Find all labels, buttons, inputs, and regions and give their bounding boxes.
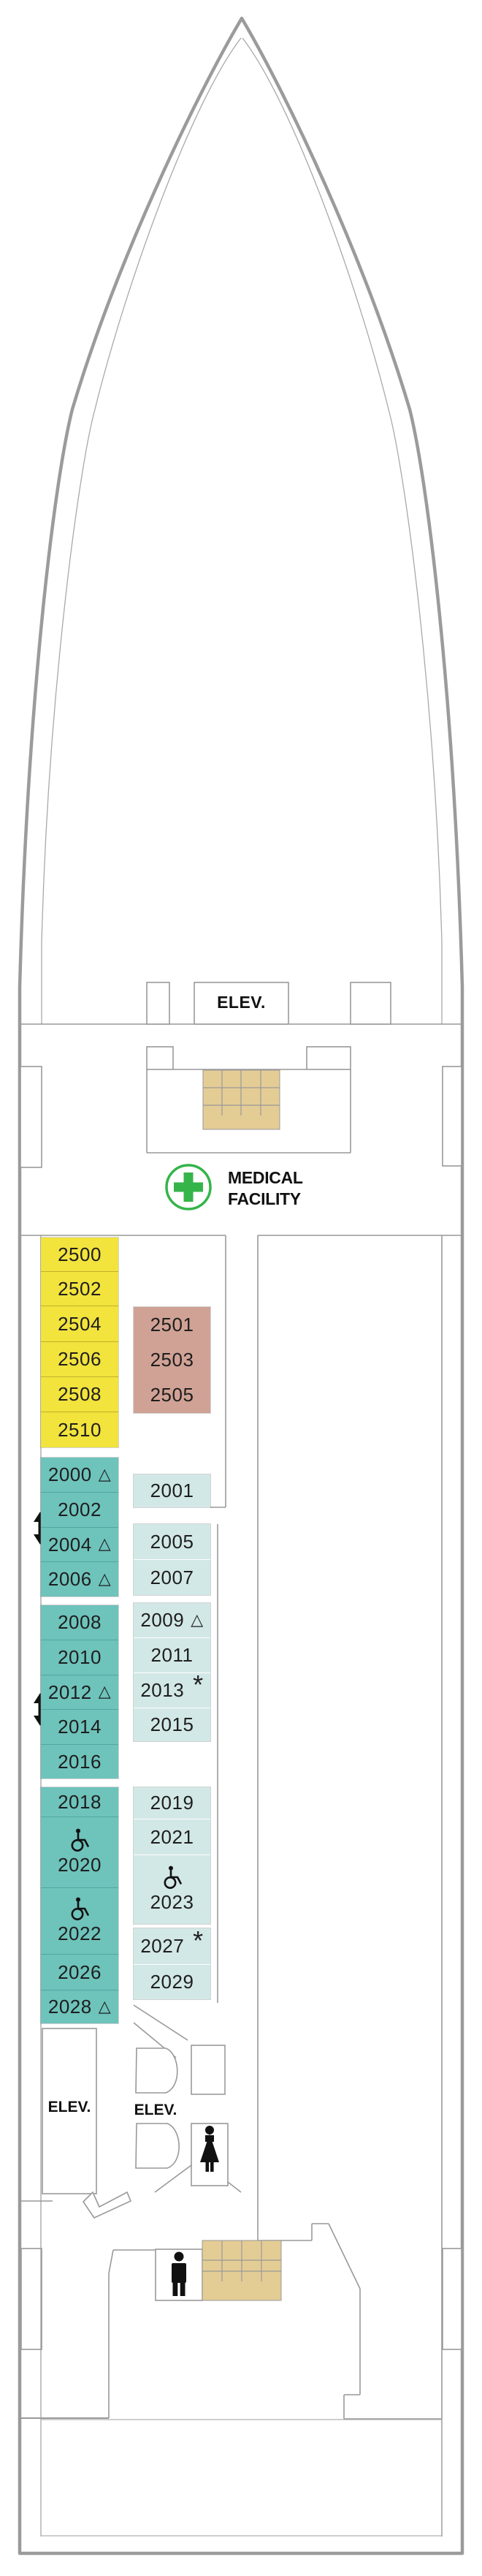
cabin-2008[interactable]: 2008 (58, 1611, 102, 1633)
cabin-2505[interactable]: 2505 (150, 1384, 194, 1406)
cabin-2028[interactable]: 2028△ (41, 1990, 118, 2023)
triangle-marker-icon: △ (98, 1682, 112, 1700)
cabin-2504[interactable]: 2504 (41, 1306, 118, 1341)
hull-outline (18, 16, 464, 2556)
wheelchair-icon (71, 1828, 89, 1852)
triangle-marker-icon: △ (191, 1610, 204, 1629)
stairs-forward-icon (202, 1069, 280, 1130)
cabin-2508[interactable]: 2508 (41, 1376, 118, 1412)
cabin-2029[interactable]: 2029 (134, 1964, 210, 1999)
elevator-left-shaft (42, 2028, 97, 2194)
triangle-marker-icon: △ (98, 1996, 112, 2015)
stairs-aft-icon (202, 2240, 282, 2301)
cabin-2503[interactable]: 2503 (150, 1348, 194, 1371)
cabin-2501[interactable]: 2501 (150, 1313, 194, 1336)
cabin-2020[interactable]: 2020 (41, 1817, 118, 1887)
cabin-2011[interactable]: 2011 (134, 1637, 210, 1672)
hull-inner-line-right (242, 37, 443, 1024)
medical-cross-icon (165, 1164, 212, 1211)
cabin-2009[interactable]: 2009△ (140, 1609, 204, 1631)
cabin-2506[interactable]: 2506 (41, 1341, 118, 1376)
medical-facility-line1: MEDICAL (228, 1168, 303, 1187)
triangle-marker-icon: △ (98, 1569, 112, 1588)
cabin-2010[interactable]: 2010 (41, 1640, 118, 1675)
cabin-2502[interactable]: 2502 (41, 1271, 118, 1306)
cabin-2026[interactable]: 2026 (41, 1954, 118, 1990)
cabin-2018[interactable]: 2018 (58, 1790, 102, 1813)
woman-icon (200, 2126, 219, 2172)
cabin-2019[interactable]: 2019 (150, 1792, 194, 1814)
elevator-car-icon (135, 2123, 180, 2169)
cabin-2027[interactable]: 2027* (140, 1925, 204, 1957)
elevator-mid-label: ELEV. (134, 2102, 177, 2118)
cabin-2510[interactable]: 2510 (41, 1412, 118, 1447)
cabin-2007[interactable]: 2007 (134, 1559, 210, 1595)
cabin-2022[interactable]: 2022 (41, 1887, 118, 1954)
triangle-marker-icon: △ (98, 1534, 112, 1553)
cabin-2021[interactable]: 2021 (134, 1819, 210, 1855)
elevator-left-label: ELEV. (47, 2099, 91, 2115)
wheelchair-icon (71, 1897, 89, 1920)
medical-facility-line2: FACILITY (228, 1189, 301, 1208)
cabin-2500[interactable]: 2500 (58, 1243, 102, 1265)
cabin-2000[interactable]: 2000△ (47, 1463, 112, 1485)
cabin-block-blue1: 2001 (134, 1474, 210, 1507)
elevator-top-label: ELEV. (217, 993, 266, 1012)
cabin-2023[interactable]: 2023 (134, 1855, 210, 1924)
cabin-2004[interactable]: 2004△ (41, 1527, 118, 1561)
man-icon (172, 2251, 186, 2296)
cabin-2002[interactable]: 2002 (41, 1492, 118, 1527)
cabin-2013[interactable]: 2013* (134, 1671, 210, 1708)
cabin-2005[interactable]: 2005 (150, 1530, 194, 1553)
cabin-2014[interactable]: 2014 (41, 1709, 118, 1744)
cabin-2006[interactable]: 2006△ (41, 1561, 118, 1596)
elevator-car-icon (135, 2047, 178, 2094)
cabin-2015[interactable]: 2015 (134, 1708, 210, 1741)
cabin-block-blue2: 2005 2007 (134, 1524, 210, 1595)
medical-facility-label: MEDICAL FACILITY (228, 1167, 303, 1210)
hull-inner-line-left (41, 37, 242, 1024)
triangle-marker-icon: △ (98, 1464, 112, 1483)
cabin-2012[interactable]: 2012△ (41, 1675, 118, 1709)
wheelchair-icon (164, 1865, 182, 1889)
elevator-top-box (194, 982, 289, 1025)
cabin-block-blue5: 2027* 2029 (134, 1925, 210, 1999)
cabin-2016[interactable]: 2016 (41, 1744, 118, 1778)
cabin-2001[interactable]: 2001 (150, 1480, 194, 1501)
cabin-block-salmon: 2501 2503 2505 (134, 1307, 210, 1413)
deck-walls (20, 982, 462, 2537)
